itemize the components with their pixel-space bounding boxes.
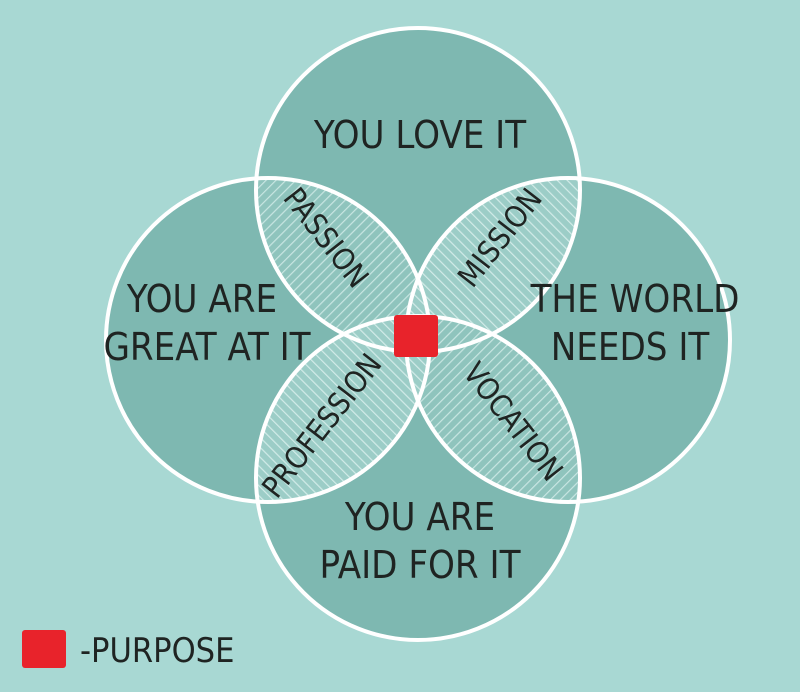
label-you-are-great-at-it-line2: GREAT AT IT xyxy=(103,325,310,369)
purpose-marker xyxy=(394,315,438,357)
label-you-are-paid-for-it-line2: PAID FOR IT xyxy=(320,543,521,587)
label-the-world-needs-it-line2: NEEDS IT xyxy=(551,325,710,369)
legend-purpose-swatch xyxy=(22,630,66,668)
label-you-love-it: YOU LOVE IT xyxy=(313,113,526,157)
label-the-world-needs-it-line1: THE WORLD xyxy=(530,277,740,321)
legend-purpose-label: -PURPOSE xyxy=(80,631,234,671)
label-you-are-great-at-it-line1: YOU ARE xyxy=(126,277,277,321)
label-you-are-paid-for-it-line1: YOU ARE xyxy=(344,495,495,539)
